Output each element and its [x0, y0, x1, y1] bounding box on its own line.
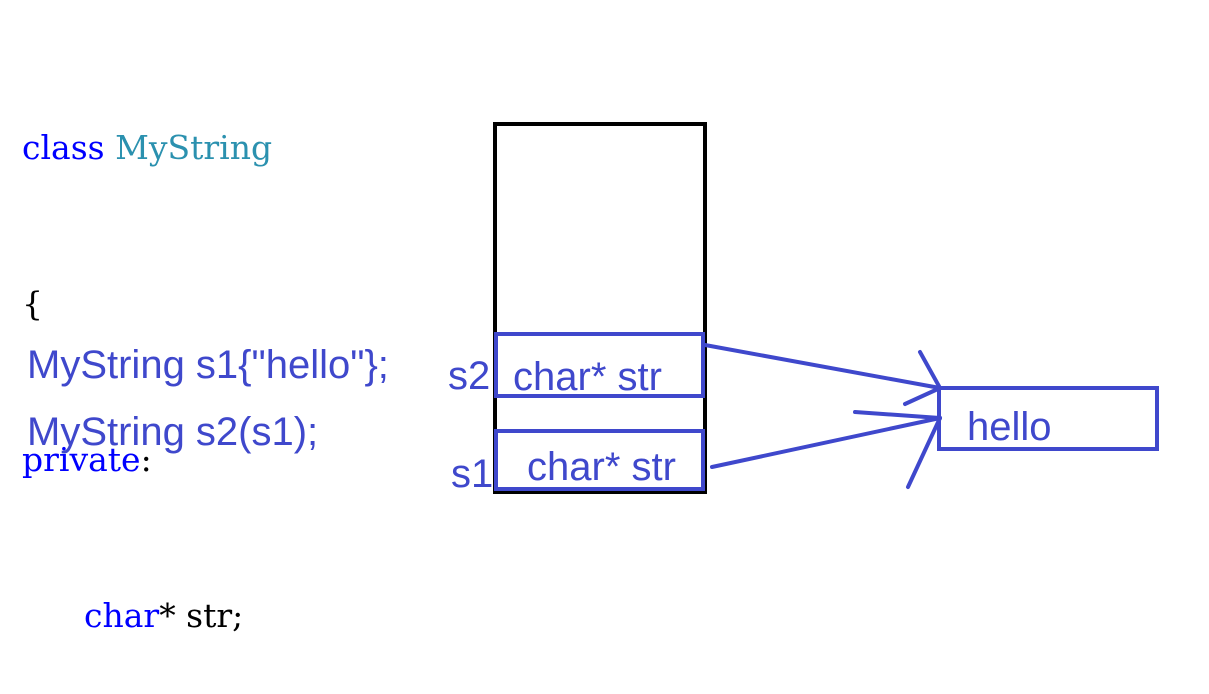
code-line-private: private:: [22, 434, 272, 486]
s1-field-label: char* str: [527, 445, 676, 489]
code-line-class: class MyString: [22, 122, 272, 174]
private-colon: :: [140, 440, 152, 479]
code-line-open-brace: {: [22, 278, 272, 330]
keyword-class: class: [22, 128, 105, 167]
keyword-private: private: [22, 440, 141, 479]
s2-field-box: [494, 332, 705, 398]
s1-arrowhead-upper: [853, 410, 942, 420]
s2-field-label: char* str: [513, 355, 662, 399]
stack-frame-box: [493, 122, 707, 494]
s1-declaration: MyString s1{"hello"};: [27, 343, 389, 387]
heap-value-label: hello: [967, 405, 1052, 449]
s2-label: s2: [448, 354, 491, 398]
open-brace: {: [22, 284, 43, 323]
s1-label: s1: [451, 452, 494, 496]
s1-pointer-line: [710, 416, 942, 469]
s2-arrowhead-lower: [903, 386, 942, 406]
class-name: MyString: [115, 128, 273, 167]
s2-pointer-line: [703, 343, 942, 390]
s1-arrowhead-lower: [906, 416, 942, 489]
s1-field-box: [494, 429, 705, 491]
member-declaration: * str;: [159, 596, 244, 635]
memory-diagram: [493, 122, 1159, 494]
s2-arrowhead-upper: [918, 350, 942, 390]
s2-declaration: MyString s2(s1);: [27, 410, 319, 454]
code-line-member: char* str;: [22, 590, 272, 642]
keyword-char: char: [84, 596, 160, 635]
